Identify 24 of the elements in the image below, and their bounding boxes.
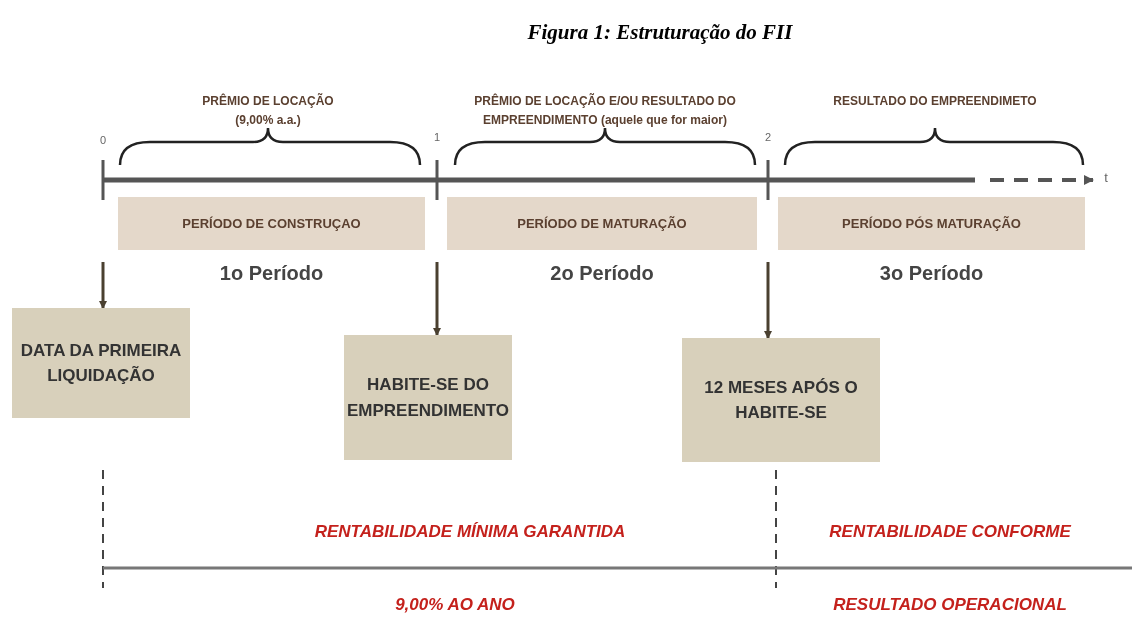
annotation-text: 9,00% AO ANO (394, 595, 516, 616)
milestone-box: DATA DA PRIMEIRA LIQUIDAÇÃO (12, 308, 190, 418)
period-label: 3o Período (878, 262, 985, 285)
arrow (433, 262, 441, 336)
axis-label: t (1103, 171, 1109, 184)
annotation-text: RENTABILIDADE CONFORME (828, 522, 1073, 543)
figure-title: Figura 1: Estruturação do FII (526, 20, 794, 45)
annotation-text: RENTABILIDADE MÍNIMA GARANTIDA (313, 522, 627, 543)
brace-label: PRÊMIO DE LOCAÇÃO (9,00% a.a.) (201, 92, 335, 130)
period-band: PERÍODO DE MATURAÇÃO (447, 197, 757, 250)
arrow (764, 262, 772, 339)
period-band: PERÍODO DE CONSTRUÇAO (118, 197, 425, 250)
brace-label: PRÊMIO DE LOCAÇÃO E/OU RESULTADO DO EMPREENDIMENTO (aquele que for maior) (473, 92, 737, 130)
tick-label: 1 (432, 132, 442, 143)
period-band: PERÍODO PÓS MATURAÇÃO (778, 197, 1085, 250)
annotation-text: RESULTADO OPERACIONAL (832, 595, 1068, 616)
tick-label: 2 (763, 132, 773, 143)
milestone-box: 12 MESES APÓS O HABITE-SE (682, 338, 880, 462)
period-label: 1o Período (218, 262, 325, 285)
arrow (99, 262, 107, 309)
brace-label: RESULTADO DO EMPREENDIMETO (832, 93, 1038, 110)
period-label: 2o Período (549, 262, 655, 285)
tick-label: 0 (98, 135, 108, 146)
milestone-box: HABITE-SE DO EMPREENDIMENTO (344, 335, 512, 460)
